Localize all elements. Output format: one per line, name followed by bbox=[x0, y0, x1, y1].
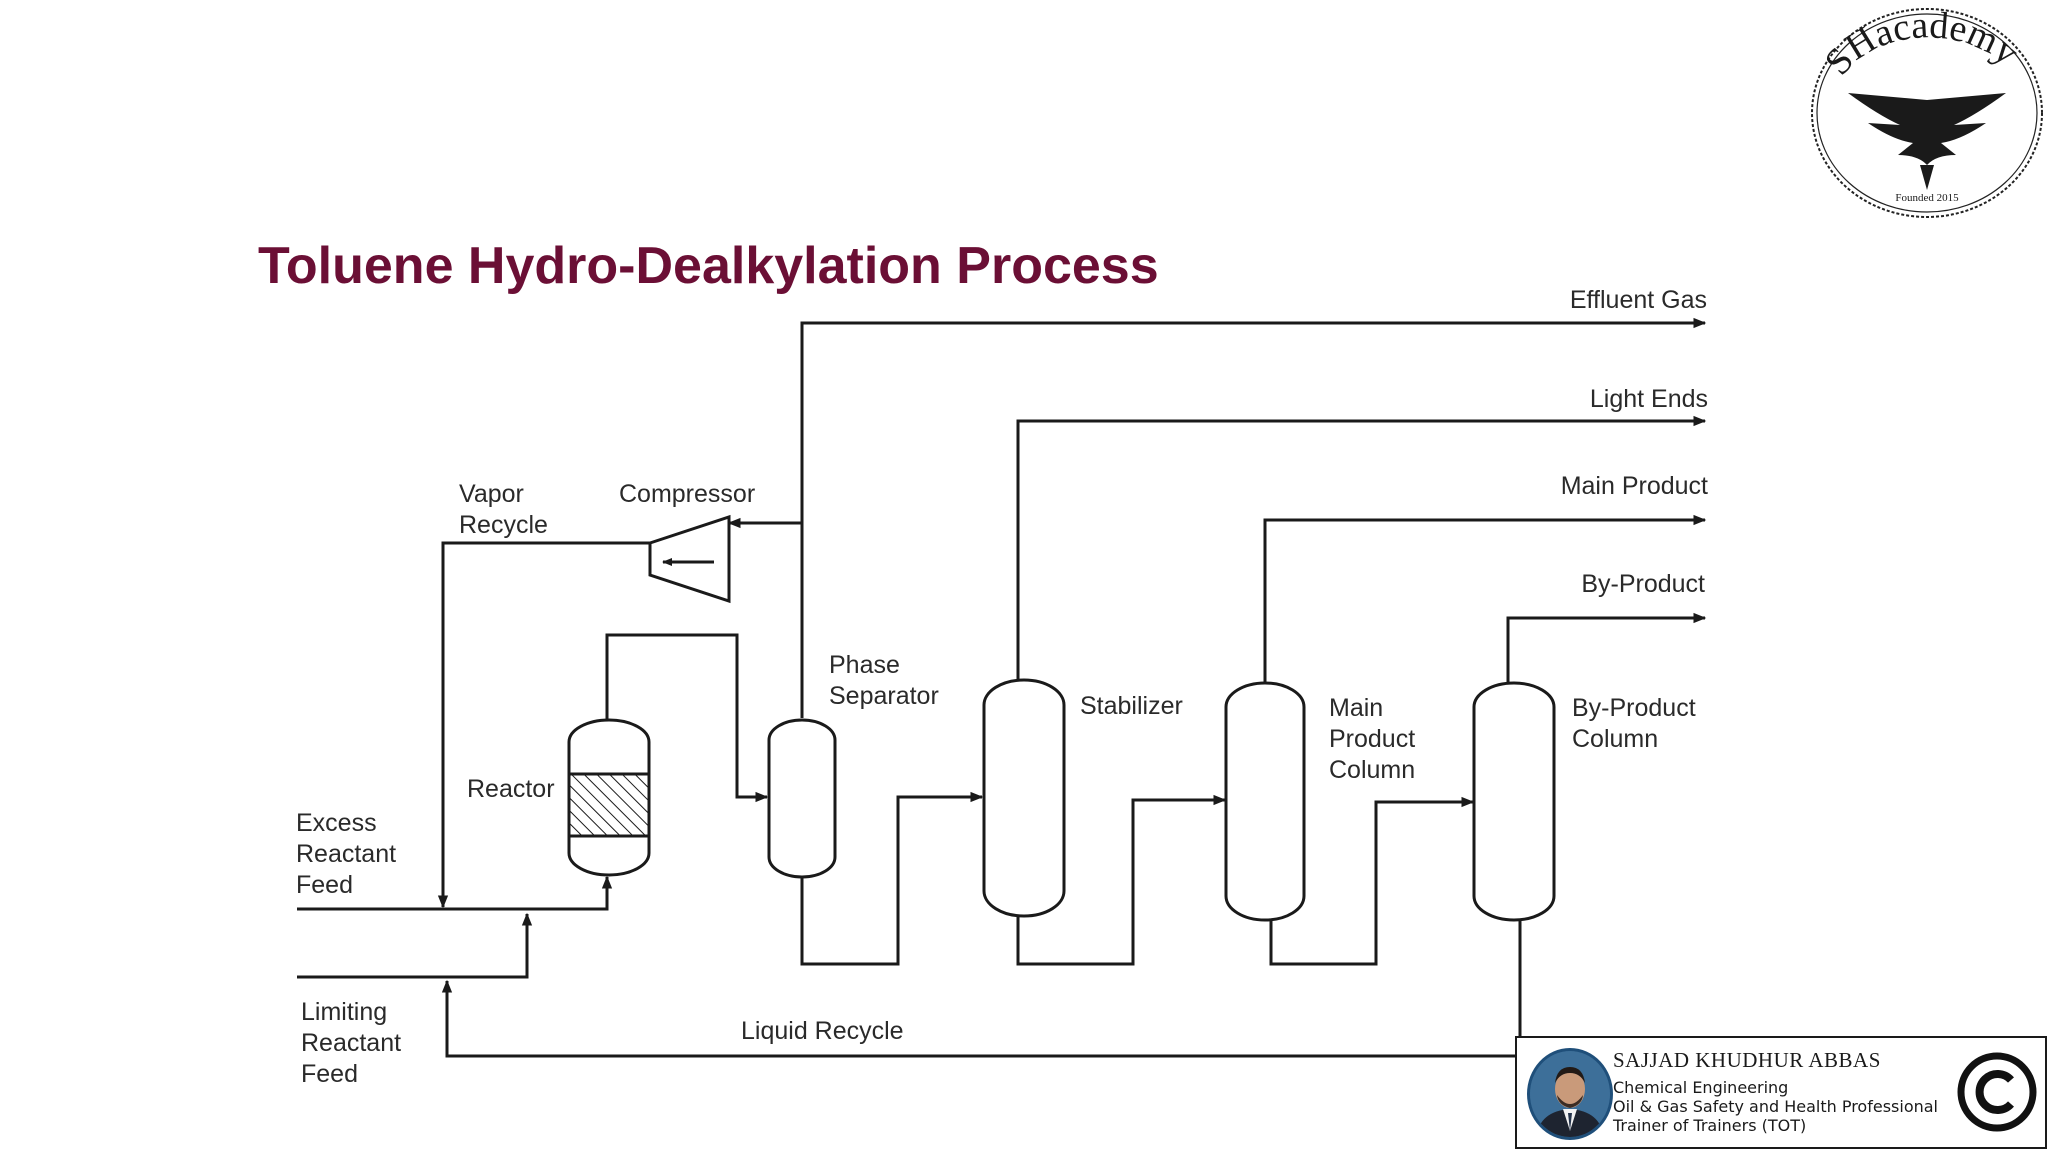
vapor-recycle-line bbox=[437, 541, 650, 909]
label-by-product: By-Product bbox=[1581, 570, 1705, 598]
label-product: Product bbox=[1329, 725, 1415, 753]
compressor bbox=[648, 514, 731, 604]
label-reactor: Reactor bbox=[467, 775, 555, 803]
label-limiting-feed: Feed bbox=[301, 1060, 358, 1088]
main-product-column bbox=[1224, 681, 1306, 922]
label-limiting: Limiting bbox=[301, 998, 387, 1026]
label-excess: Excess bbox=[296, 809, 377, 837]
liquid-recycle-line bbox=[441, 918, 1522, 1058]
label-recycle: Recycle bbox=[459, 511, 548, 539]
reactor-outlet-line bbox=[605, 633, 769, 803]
label-compressor: Compressor bbox=[619, 480, 755, 508]
label-excess-feed: Feed bbox=[296, 871, 353, 899]
limiting-feed-line bbox=[297, 912, 533, 979]
eagle-icon bbox=[1848, 93, 2006, 190]
label-light-ends: Light Ends bbox=[1590, 385, 1708, 413]
label-by-product-column-1: By-Product bbox=[1572, 694, 1696, 722]
label-stabilizer: Stabilizer bbox=[1080, 692, 1183, 720]
main-column-to-by-product-line bbox=[1269, 796, 1475, 966]
label-main: Main bbox=[1329, 694, 1383, 722]
label-effluent-gas: Effluent Gas bbox=[1570, 286, 1707, 314]
label-main-product: Main Product bbox=[1561, 472, 1708, 500]
signature-line-3: Trainer of Trainers (TOT) bbox=[1613, 1116, 1807, 1135]
reactor-catalyst-bed bbox=[567, 772, 651, 838]
label-limiting-reactant: Reactant bbox=[301, 1029, 401, 1057]
label-phase: Phase bbox=[829, 651, 900, 679]
main-product-line bbox=[1263, 514, 1707, 682]
logo-founded: Founded 2015 bbox=[1895, 192, 1959, 204]
stabilizer-column bbox=[982, 678, 1066, 918]
label-separator: Separator bbox=[829, 682, 939, 710]
label-vapor: Vapor bbox=[459, 480, 524, 508]
signature-name: SAJJAD KHUDHUR ABBAS bbox=[1613, 1048, 1881, 1072]
phase-separator bbox=[767, 718, 837, 879]
label-column: Column bbox=[1329, 756, 1415, 784]
by-product-column bbox=[1472, 681, 1556, 922]
excess-feed-line bbox=[297, 875, 613, 911]
separator-to-stabilizer-line bbox=[800, 791, 984, 966]
avatar bbox=[1527, 1048, 1613, 1140]
shacademy-logo: SHacademy Founded 2015 bbox=[1811, 5, 2043, 218]
signature-line-2: Oil & Gas Safety and Health Professional bbox=[1613, 1097, 1938, 1116]
signature-card: SAJJAD KHUDHUR ABBAS Chemical Engineerin… bbox=[1515, 1036, 2047, 1149]
stabilizer-to-main-column-line bbox=[1016, 794, 1227, 966]
signature-line-1: Chemical Engineering bbox=[1613, 1078, 1789, 1097]
label-excess-reactant: Reactant bbox=[296, 840, 396, 868]
light-ends-line bbox=[1016, 415, 1707, 682]
label-by-product-column-2: Column bbox=[1572, 725, 1658, 753]
copyright-icon bbox=[1957, 1052, 2037, 1132]
by-product-line bbox=[1506, 612, 1707, 682]
effluent-gas-line bbox=[800, 317, 1707, 718]
page-title: Toluene Hydro-Dealkylation Process bbox=[258, 237, 1159, 295]
label-liquid-recycle: Liquid Recycle bbox=[741, 1017, 904, 1045]
